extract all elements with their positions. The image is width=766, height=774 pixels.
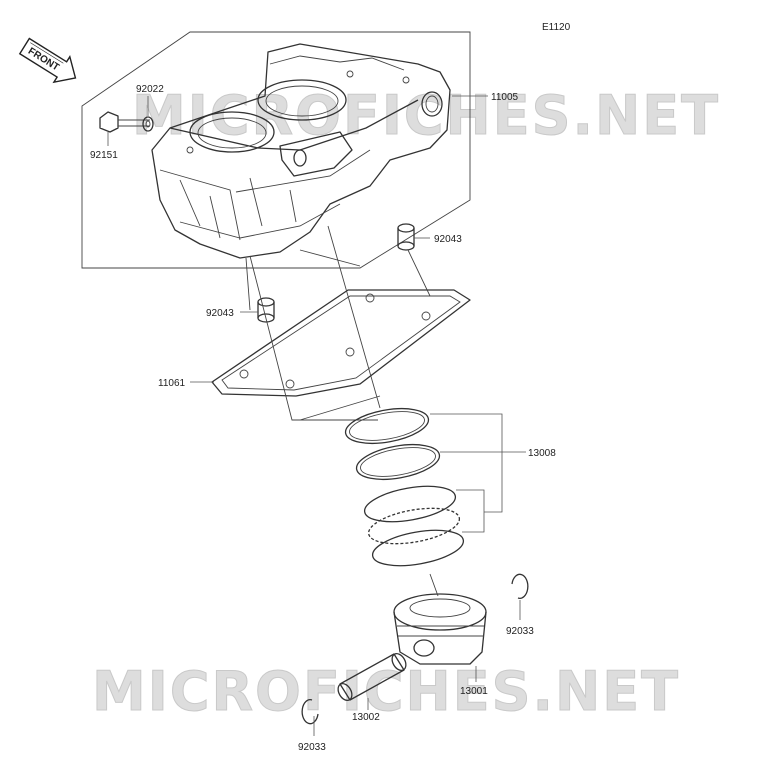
cylinder-block (151, 43, 451, 259)
label-92033-upper: 92033 (506, 626, 534, 637)
leader-13008 (430, 413, 526, 533)
circlip-lower (301, 699, 319, 725)
piston-ring-second (355, 443, 441, 481)
cylinder-gasket (211, 289, 471, 397)
label-92151: 92151 (90, 150, 118, 161)
front-arrow-icon: FRONT (18, 37, 77, 84)
label-13002: 13002 (352, 712, 380, 723)
alignment-lines (245, 225, 431, 421)
dowel-pin-upper (397, 223, 415, 251)
piston (393, 573, 487, 665)
circlip-upper (511, 573, 529, 599)
label-13001: 13001 (460, 686, 488, 697)
washer-92022 (142, 116, 154, 132)
watermark-bottom: MICROFICHES.NET (92, 660, 680, 723)
watermark-top: MICROFICHES.NET (132, 84, 720, 147)
label-92033-lower: 92033 (298, 742, 326, 753)
label-92043-lower: 92043 (206, 308, 234, 319)
oil-ring-set (363, 485, 465, 567)
label-11061: 11061 (158, 378, 186, 389)
dowel-pin-lower (257, 297, 275, 323)
cylinder-group-frame (81, 31, 471, 269)
label-92043-upper: 92043 (434, 234, 462, 245)
piston-ring-top (344, 407, 430, 445)
diagram-code: E1120 (542, 22, 571, 33)
label-92022: 92022 (136, 84, 164, 95)
label-11005: 11005 (491, 92, 519, 103)
bolt-92151 (99, 111, 150, 133)
label-13008: 13008 (528, 448, 556, 459)
piston-pin (337, 652, 407, 702)
